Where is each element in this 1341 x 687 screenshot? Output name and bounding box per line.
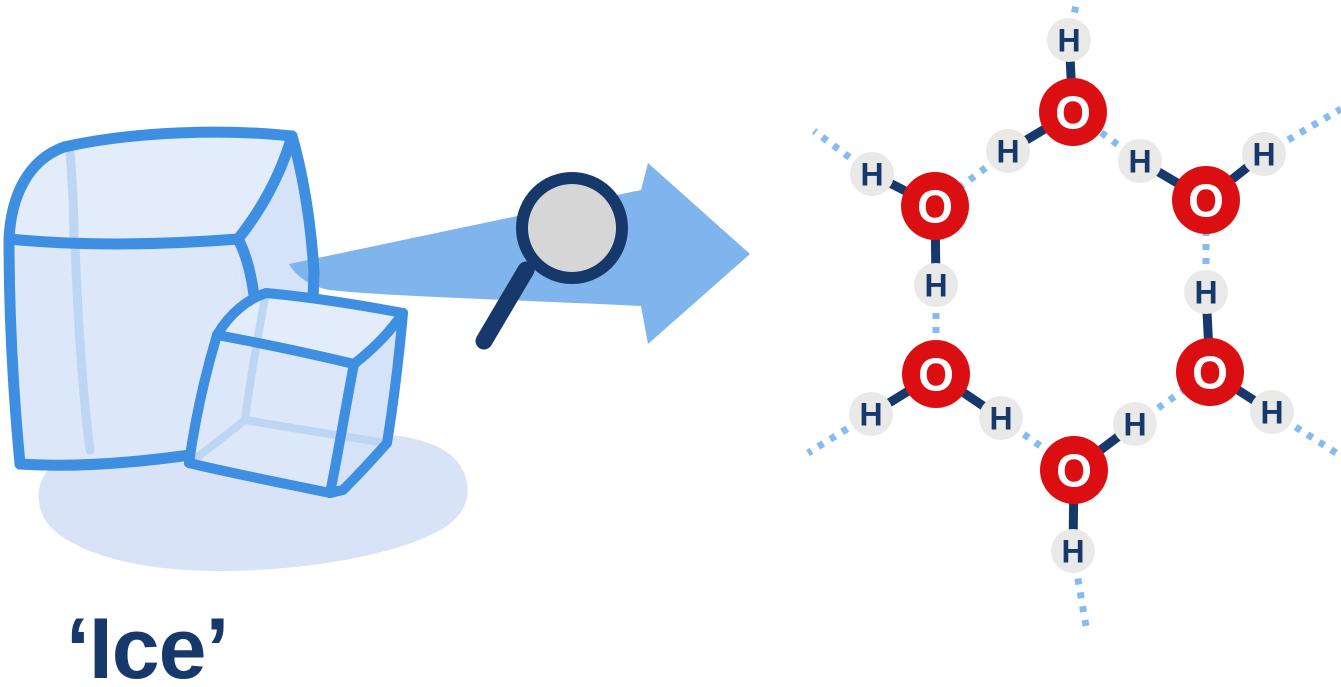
magnifier-icon — [475, 172, 628, 350]
small-cube-top-back-edges — [212, 288, 408, 340]
large-cube-left-edge — [3, 233, 26, 470]
large-cube-inner-highlight-front — [70, 240, 95, 455]
hydrogen-label: H — [859, 397, 882, 433]
large-cube-fold-edge — [232, 130, 298, 245]
hydrogen-atom — [986, 129, 1030, 173]
large-cube-front-face — [9, 239, 253, 466]
hydrogen-atom — [850, 152, 894, 196]
large-cube-front-top-edge — [3, 233, 244, 250]
hydrogen-atom — [1250, 390, 1294, 434]
oxygen-atom — [902, 340, 970, 408]
large-cube-top-face — [9, 132, 292, 244]
ice-label: ‘Ice’ — [66, 601, 228, 687]
hydrogen-label: H — [1194, 275, 1217, 311]
hydrogen-label: H — [996, 134, 1019, 170]
hydrogen-label: H — [1123, 407, 1146, 443]
hydrogen-bond — [806, 411, 873, 456]
hydrogen-atom — [979, 396, 1023, 440]
small-cube-hidden-edge-right — [241, 416, 389, 447]
hydrogen-atom — [1184, 270, 1228, 314]
zoom-arrow-icon — [289, 163, 750, 344]
small-cube-front-right-face — [330, 313, 403, 493]
magnifier-handle — [475, 261, 535, 350]
large-cube-bottom-edge — [14, 449, 196, 471]
oxygen-label: O — [1188, 175, 1224, 227]
large-ice-cube — [3, 126, 314, 471]
hydrogen-atom — [1242, 132, 1286, 176]
small-cube-top-front-left-edge — [212, 330, 359, 369]
small-cube-front-edge — [325, 359, 359, 498]
hydrogen-label: H — [1061, 534, 1084, 570]
oxygen-atom — [1172, 166, 1240, 234]
hydrogen-label: H — [924, 268, 947, 304]
oxygen-atom — [901, 172, 969, 240]
hydrogen-label: H — [860, 157, 883, 193]
oxygen-atom — [1039, 78, 1107, 146]
hydrogen-atom — [1051, 529, 1095, 573]
small-cube-right-edge — [382, 308, 408, 448]
oxygen-label: O — [1055, 87, 1091, 139]
hydrogen-atom — [1047, 18, 1091, 62]
small-cube-bottom-right-edge — [325, 438, 392, 498]
hydrogen-bond — [811, 128, 875, 177]
small-cube-hidden-edge-vertical — [241, 289, 270, 424]
oxygen-label: O — [918, 349, 954, 401]
large-cube-inner-highlight-top — [65, 147, 79, 244]
small-cube-hidden-edge-left — [187, 416, 249, 466]
oxygen-label: O — [1192, 347, 1228, 399]
oxygen-label: O — [1056, 445, 1092, 497]
oxygen-atom — [1176, 338, 1244, 406]
hydrogen-atom — [849, 392, 893, 436]
small-cube-front-left-face — [189, 335, 354, 493]
small-ice-cube — [184, 288, 408, 498]
hydrogen-atom — [1118, 139, 1162, 183]
oxygen-atom — [1040, 436, 1108, 504]
hydrogen-label: H — [1128, 144, 1151, 180]
small-cube-bottom-left-edge — [184, 458, 335, 498]
hydrogen-label: H — [1260, 395, 1283, 431]
hydrogen-label: H — [1252, 137, 1275, 173]
large-cube-top-edge — [3, 126, 298, 245]
small-cube-left-edge — [184, 330, 222, 468]
magnifier-lens — [516, 172, 628, 284]
hydrogen-label: H — [1057, 23, 1080, 59]
hydrogen-atom — [1113, 402, 1157, 446]
oxygen-label: O — [917, 181, 953, 233]
hydrogen-atom — [914, 263, 958, 307]
hydrogen-label: H — [989, 401, 1012, 437]
